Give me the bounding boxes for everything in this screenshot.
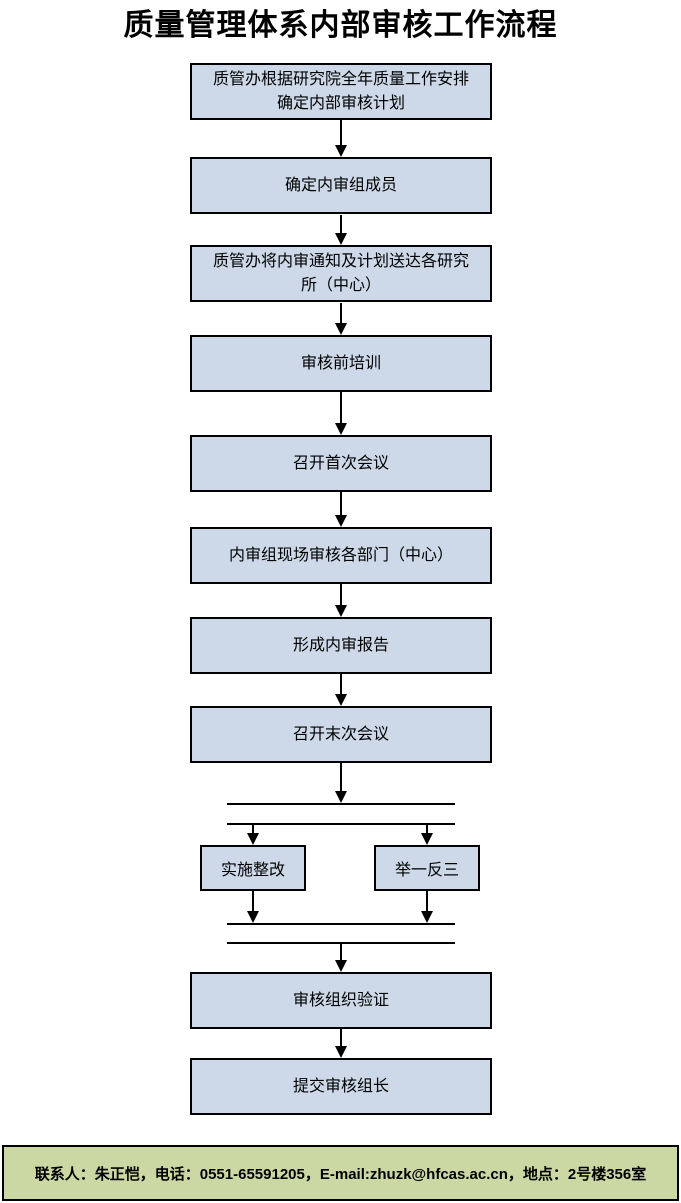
- flow-step-closing-meeting: 召开末次会议: [190, 706, 492, 763]
- flow-step-verify: 审核组织验证: [190, 972, 492, 1029]
- flow-step-notice: 质管办将内审通知及计划送达各研究所（中心）: [190, 245, 492, 302]
- arrow-down-icon: [335, 1046, 347, 1058]
- arrow-down-icon: [335, 323, 347, 335]
- flow-step-team: 确定内审组成员: [190, 157, 492, 214]
- flow-step-training: 审核前培训: [190, 335, 492, 392]
- branch-step-extend: 举一反三: [374, 845, 480, 891]
- flow-step-site-audit: 内审组现场审核各部门（中心）: [190, 527, 492, 584]
- arrow-down-icon: [335, 515, 347, 527]
- arrow-line: [340, 584, 342, 606]
- branch-step-rectify: 实施整改: [200, 845, 306, 891]
- arrow-down-icon: [335, 791, 347, 803]
- join-bar-bottom: [227, 942, 455, 944]
- arrow-line: [340, 673, 342, 695]
- arrow-line: [340, 118, 342, 146]
- join-bar-top: [227, 923, 455, 925]
- arrow-down-icon: [335, 233, 347, 245]
- fork-bar-bottom: [227, 823, 455, 825]
- fork-bar-top: [227, 803, 455, 805]
- arrow-line: [252, 825, 254, 834]
- arrow-down-icon: [421, 911, 433, 923]
- arrow-line: [340, 944, 342, 961]
- contact-footer: 联系人：朱正恺，电话：0551-65591205，E-mail:zhuzk@hf…: [2, 1145, 679, 1201]
- arrow-down-icon: [335, 145, 347, 157]
- contact-info: 联系人：朱正恺，电话：0551-65591205，E-mail:zhuzk@hf…: [34, 1165, 647, 1183]
- flow-step-report: 形成内审报告: [190, 617, 492, 674]
- arrow-line: [340, 392, 342, 424]
- arrow-down-icon: [247, 911, 259, 923]
- arrow-line: [340, 303, 342, 324]
- arrow-line: [426, 891, 428, 912]
- arrow-down-icon: [335, 694, 347, 706]
- arrow-line: [340, 492, 342, 516]
- arrow-line: [340, 1029, 342, 1047]
- arrow-down-icon: [247, 833, 259, 845]
- arrow-line: [340, 762, 342, 792]
- flow-step-submit: 提交审核组长: [190, 1058, 492, 1115]
- arrow-down-icon: [335, 423, 347, 435]
- arrow-line: [252, 891, 254, 912]
- arrow-line: [426, 825, 428, 834]
- flow-step-plan: 质管办根据研究院全年质量工作安排确定内部审核计划: [190, 63, 492, 120]
- arrow-down-icon: [421, 833, 433, 845]
- flow-step-first-meeting: 召开首次会议: [190, 435, 492, 492]
- arrow-line: [340, 215, 342, 234]
- arrow-down-icon: [335, 960, 347, 972]
- page-title: 质量管理体系内部审核工作流程: [123, 9, 558, 42]
- arrow-down-icon: [335, 605, 347, 617]
